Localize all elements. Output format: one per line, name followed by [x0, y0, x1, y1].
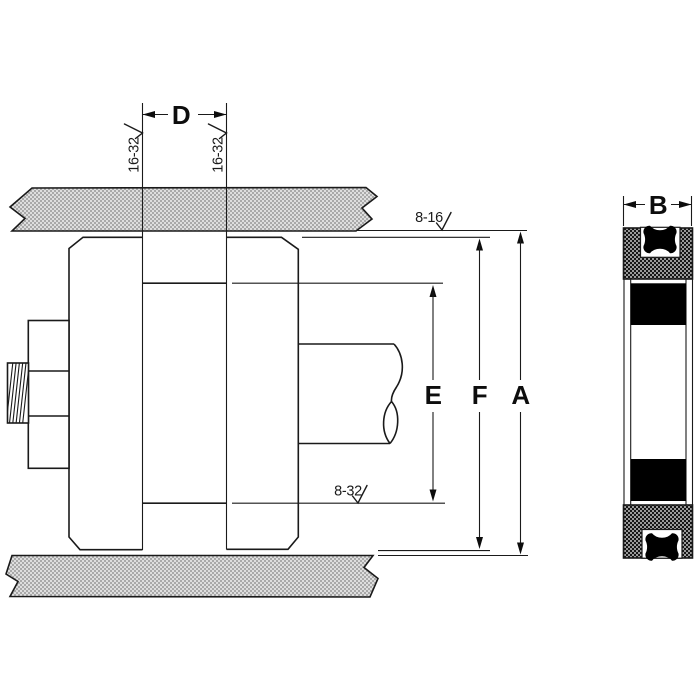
dimension-label-F: F — [472, 380, 487, 410]
finish-value: 8-32 — [334, 484, 362, 500]
piston-rod — [298, 343, 404, 445]
dimension-arrow — [623, 201, 636, 208]
dimension-F: F — [472, 238, 488, 549]
finish-callout-groove-root: 8-32 — [334, 484, 368, 505]
surface-finish-icon — [123, 123, 144, 140]
dimension-label-E: E — [425, 380, 442, 410]
rod-break-lens — [382, 400, 399, 445]
quad-ring-seal-bottom — [645, 533, 679, 561]
quad-ring-seal-top — [643, 225, 677, 254]
dimension-B: B — [622, 190, 693, 226]
dimension-arrow — [476, 537, 483, 549]
threaded-stud — [6, 362, 30, 424]
dimension-arrow — [429, 489, 437, 502]
dimension-arrow — [476, 238, 483, 251]
retaining-nut — [27, 319, 70, 470]
finish-value: 16-32 — [127, 137, 143, 173]
dimension-label-A: A — [511, 380, 530, 410]
dimension-A: A — [511, 231, 531, 555]
dimension-label-B: B — [649, 190, 667, 220]
finish-callout-bore-surface: 8-16 — [415, 210, 452, 232]
cylinder-wall-upper — [8, 186, 379, 232]
cylinder-wall-lower — [5, 554, 379, 598]
dimension-arrow — [214, 111, 227, 118]
dimension-label-D: D — [172, 100, 190, 130]
retainer-plate-right — [226, 236, 300, 551]
finish-callout-groove-wall-left: 16-32 — [123, 123, 144, 173]
dimension-arrow — [517, 231, 524, 244]
dimension-arrow — [429, 285, 437, 297]
rod-break-curve — [390, 343, 404, 402]
piston-flange-left — [68, 236, 143, 551]
thread-hatch-lines — [7, 363, 29, 423]
seal-detail-view: B — [622, 190, 694, 561]
dimension-arrow — [142, 111, 155, 118]
backup-ring-top — [630, 283, 686, 325]
surface-finish-icon — [351, 484, 368, 505]
dimension-arrow — [679, 201, 692, 208]
surface-finish-icon — [435, 211, 452, 232]
finish-value: 16-32 — [211, 137, 227, 173]
finish-value: 8-16 — [415, 210, 443, 226]
surface-finish-icon — [207, 123, 228, 140]
dimension-E: E — [425, 285, 442, 502]
main-section-view — [5, 103, 528, 598]
dimension-arrow — [517, 542, 524, 555]
backup-ring-bottom — [630, 459, 686, 501]
dimension-D: D — [142, 100, 227, 130]
finish-callout-groove-wall-right: 16-32 — [207, 123, 228, 173]
